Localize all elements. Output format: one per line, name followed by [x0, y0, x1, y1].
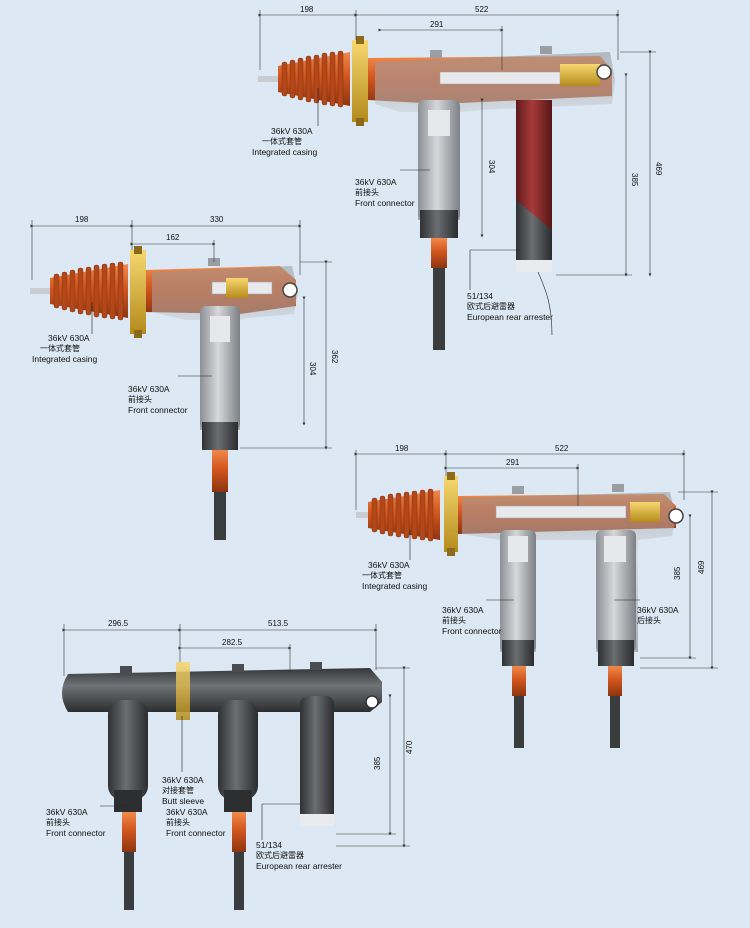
- dim-c-385: 385: [673, 566, 682, 580]
- label-c-front-3: Front connector: [442, 626, 502, 636]
- label-b-front-1: 36kV 630A: [128, 384, 170, 394]
- label-d-arrester-3: European rear arrester: [256, 861, 342, 871]
- dim-b-198: 198: [75, 215, 89, 224]
- label-a-front-3: Front connector: [355, 198, 415, 208]
- dim-b-162: 162: [166, 233, 180, 242]
- cable: [433, 268, 445, 350]
- dim-d-470: 470: [405, 740, 414, 754]
- label-d-butt-1: 36kV 630A: [162, 775, 204, 785]
- label-d-arrester-1: 51/134: [256, 840, 282, 850]
- label-d-front2-2: 前接头: [166, 817, 190, 827]
- label-c-rear-2: 后接头: [637, 615, 661, 625]
- label-a-casing-3: Integrated casing: [252, 147, 317, 157]
- label-b-front-2: 前接头: [128, 394, 152, 404]
- dim-c-198: 198: [395, 444, 409, 453]
- label-d-arrester-2: 欧式后避雷器: [256, 850, 304, 860]
- dim-a-291: 291: [430, 20, 444, 29]
- label-d-front1-2: 前接头: [46, 817, 70, 827]
- label-d-front1-3: Front connector: [46, 828, 106, 838]
- dim-a-469: 469: [654, 162, 663, 176]
- label-a-casing-1: 36kV 630A: [271, 126, 313, 136]
- label-c-casing-2: 一体式套管: [362, 570, 402, 580]
- flange: [352, 40, 368, 122]
- dim-a-198: 198: [300, 5, 314, 14]
- label-d-butt-3: Butt sleeve: [162, 796, 204, 806]
- dim-a-522: 522: [475, 5, 489, 14]
- label-d-butt-2: 对接套管: [162, 785, 194, 795]
- label-b-casing-1: 36kV 630A: [48, 333, 90, 343]
- dim-b-330: 330: [210, 215, 224, 224]
- label-b-casing-2: 一体式套管: [40, 343, 80, 353]
- dim-c-469: 469: [697, 560, 706, 574]
- assembly-c: 198 522 291 385 469 36kV 630A 一体式套管 Inte…: [354, 444, 718, 748]
- dim-b-362: 362: [330, 350, 339, 364]
- label-a-front-2: 前接头: [355, 187, 379, 197]
- bushing-rod: [258, 76, 280, 82]
- dim-d-282: 282.5: [222, 638, 243, 647]
- label-c-casing-1: 36kV 630A: [368, 560, 410, 570]
- label-d-front1-1: 36kV 630A: [46, 807, 88, 817]
- dim-d-385: 385: [373, 756, 382, 770]
- dim-a-385: 385: [630, 173, 639, 187]
- label-c-casing-3: Integrated casing: [362, 581, 427, 591]
- label-a-arrester-3: European rear arrester: [467, 312, 553, 322]
- label-c-rear-1: 36kV 630A: [637, 605, 679, 615]
- assembly-a: 198 522 291 304 385 469 36kV 630A 一体式套管 …: [252, 5, 663, 350]
- label-d-front2-3: Front connector: [166, 828, 226, 838]
- label-a-arrester-1: 51/134: [467, 291, 493, 301]
- dim-d-513: 513.5: [268, 619, 289, 628]
- dim-b-304: 304: [308, 362, 317, 376]
- label-b-casing-3: Integrated casing: [32, 354, 97, 364]
- dim-d-296: 296.5: [108, 619, 129, 628]
- label-a-front-1: 36kV 630A: [355, 177, 397, 187]
- label-c-front-2: 前接头: [442, 615, 466, 625]
- dim-c-522: 522: [555, 444, 569, 453]
- label-c-front-1: 36kV 630A: [442, 605, 484, 615]
- label-d-front2-1: 36kV 630A: [166, 807, 208, 817]
- dim-c-291: 291: [506, 458, 520, 467]
- assembly-b: 198 330 162 304 362 36kV 630A 一体式套管 Inte…: [30, 215, 339, 540]
- label-b-front-3: Front connector: [128, 405, 188, 415]
- label-a-casing-2: 一体式套管: [262, 136, 302, 146]
- assembly-d: 296.5 513.5 282.5 385 470 36kV 630A 对接套管…: [46, 619, 414, 910]
- dim-a-304: 304: [487, 160, 496, 174]
- bushing-ribs: [278, 50, 350, 108]
- label-a-arrester-2: 欧式后避雷器: [467, 301, 515, 311]
